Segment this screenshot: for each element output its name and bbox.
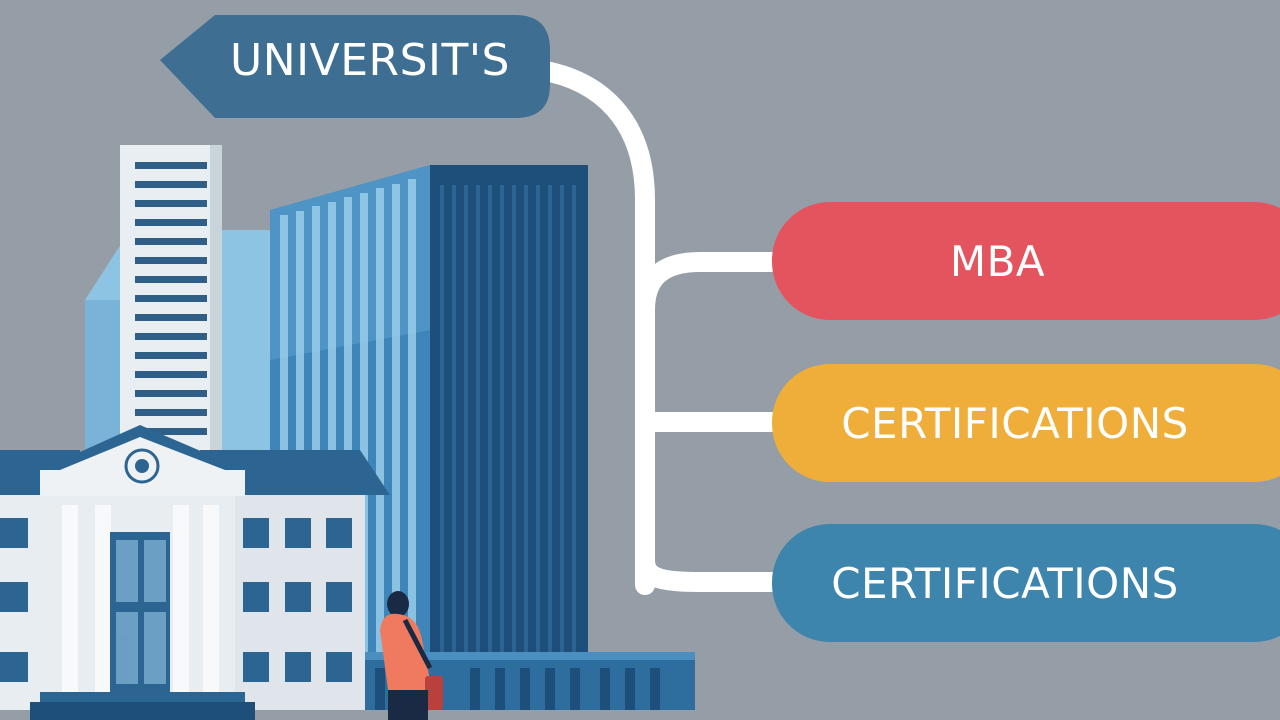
person-figure — [380, 591, 443, 720]
certifications-pill-1 — [772, 364, 1280, 482]
branch-label-certifications-2: CERTIFICATIONS — [831, 558, 1179, 608]
connector-branch-mba — [635, 252, 800, 320]
mba-pill — [772, 202, 1280, 320]
header-banner — [160, 15, 550, 118]
buildings — [0, 145, 695, 720]
connector-branch-cert2 — [635, 550, 800, 592]
striped-tower — [120, 145, 222, 455]
branch-label-certifications-1: CERTIFICATIONS — [841, 398, 1189, 448]
header-label: UNIVERSIT'S — [230, 34, 510, 86]
connector-lines — [530, 60, 800, 595]
university-building — [0, 425, 390, 720]
certifications-pill-2 — [772, 524, 1280, 642]
connector-trunk — [530, 60, 655, 595]
branch-label-mba: MBA — [949, 236, 1046, 286]
